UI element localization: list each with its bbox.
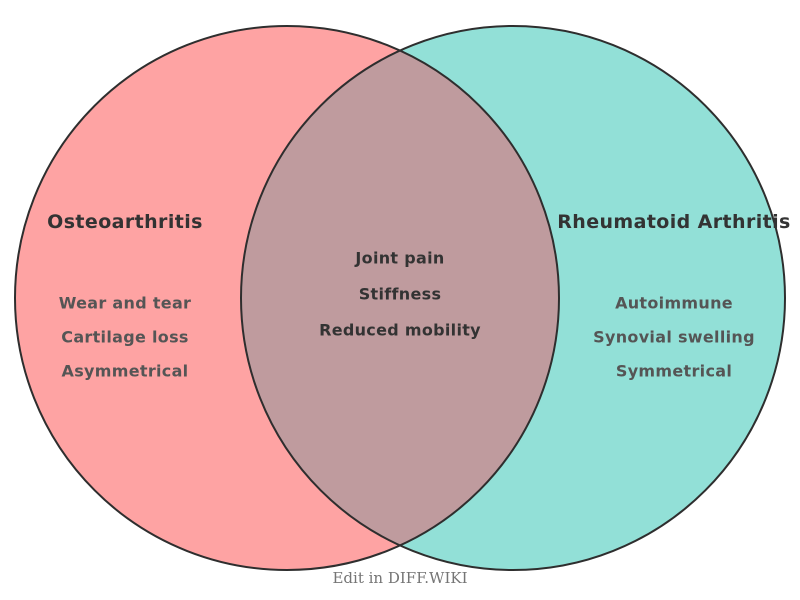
right-circle-item: Autoimmune	[615, 293, 733, 313]
intersection-item: Joint pain	[355, 248, 445, 268]
right-circle-title: Rheumatoid Arthritis	[557, 211, 791, 233]
right-circle-item: Symmetrical	[615, 361, 733, 381]
edit-in-diffwiki-link[interactable]: Edit in DIFF.WIKI	[332, 569, 468, 587]
intersection-shape	[241, 26, 559, 570]
left-circle-item: Cartilage loss	[61, 327, 189, 347]
right-circle-outline	[240, 25, 786, 571]
left-circle-item: Wear and tear	[58, 293, 192, 313]
left-circle-item: Asymmetrical	[61, 361, 189, 381]
right-circle-item: Synovial swelling	[593, 327, 755, 347]
left-circle-outline	[14, 25, 560, 571]
left-circle-title: Osteoarthritis	[47, 211, 203, 233]
intersection-item: Reduced mobility	[319, 320, 481, 340]
intersection-item: Stiffness	[358, 284, 442, 304]
